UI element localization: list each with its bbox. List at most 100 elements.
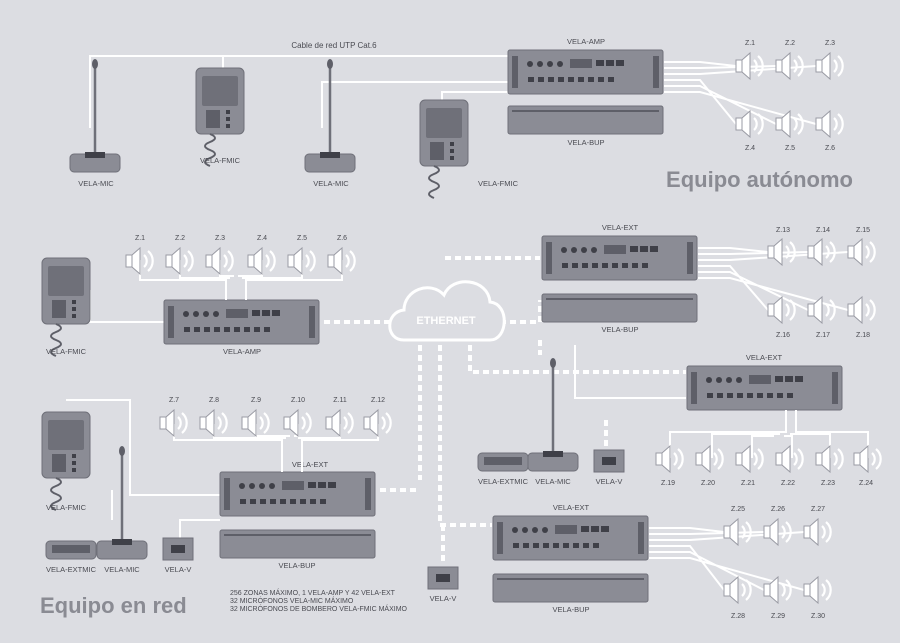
net-amp-label: VELA-AMP: [223, 347, 261, 356]
zone-label: Z.26: [771, 506, 785, 513]
zone-label: Z.25: [731, 506, 745, 513]
net-ext-rm: [686, 365, 843, 411]
net-left-bottom-speakers: [158, 408, 392, 438]
zone-label: Z.6: [337, 235, 347, 242]
zone-label: Z.16: [776, 332, 790, 339]
zone-label: Z.6: [825, 145, 835, 152]
zone-label: Z.8: [209, 397, 219, 404]
net-velav-left: [162, 537, 194, 561]
standalone-fmic-1: [195, 67, 245, 167]
zone-label: Z.1: [745, 40, 755, 47]
zone-label: Z.11: [333, 397, 347, 404]
ethernet-cloud: ETHERNET: [388, 280, 506, 342]
network-title: Equipo en red: [40, 593, 187, 618]
zone-label: Z.5: [297, 235, 307, 242]
standalone-bup: [507, 105, 664, 135]
net-velav-rb: [427, 566, 459, 590]
zone-label: Z.22: [781, 480, 795, 487]
network-right-bottom: VELA-EXT VELA-BUP VELA-V Z.25 Z.26 Z.27 …: [427, 503, 832, 620]
zone-label: Z.15: [856, 227, 870, 234]
net-fmic-2-label: VELA-FMIC: [46, 503, 87, 512]
net-velav-left-label: VELA-V: [165, 565, 192, 574]
net-bup-left: [219, 529, 376, 559]
net-ext-left-label: VELA-EXT: [292, 460, 329, 469]
cable-label: Cable de red UTP Cat.6: [291, 41, 377, 50]
zone-label: Z.5: [785, 145, 795, 152]
standalone-speakers: [734, 51, 844, 139]
net-extmic-rm-label: VELA-EXTMIC: [478, 477, 529, 486]
zone-label: Z.3: [825, 40, 835, 47]
zone-label: Z.17: [816, 332, 830, 339]
zone-label: Z.24: [859, 480, 873, 487]
standalone-mic-2: [303, 57, 357, 174]
zone-label: Z.12: [371, 397, 385, 404]
net-extmic-left-label: VELA-EXTMIC: [46, 565, 97, 574]
net-amp: [163, 299, 320, 345]
standalone-amp: [507, 49, 664, 95]
net-mic-left: [95, 444, 149, 561]
net-ext-rt-label: VELA-EXT: [602, 223, 639, 232]
net-fmic-1: [41, 257, 91, 357]
zone-label: Z.2: [175, 235, 185, 242]
zone-label: Z.28: [731, 613, 745, 620]
standalone-mic-2-label: VELA-MIC: [313, 179, 349, 188]
zone-label: Z.23: [821, 480, 835, 487]
zone-label: Z.21: [741, 480, 755, 487]
net-fmic-2: [41, 411, 91, 511]
standalone-fmic-2: [419, 99, 469, 199]
ethernet-backbone: ETHERNET: [324, 256, 686, 565]
net-right-mid-speakers: [654, 444, 882, 474]
net-velav-rm-label: VELA-V: [596, 477, 623, 486]
standalone-section: Cable de red UTP Cat.6 VELA-MIC VELA-FMI…: [68, 37, 853, 199]
net-extmic-rm: [477, 452, 529, 472]
network-notes: 256 ZONAS MÁXIMO, 1 VELA-AMP Y 42 VELA-E…: [230, 588, 408, 613]
zone-label: Z.14: [816, 227, 830, 234]
ethernet-label: ETHERNET: [416, 315, 476, 327]
net-ext-rm-label: VELA-EXT: [746, 353, 783, 362]
zone-label: Z.18: [856, 332, 870, 339]
standalone-fmic-1-label: VELA-FMIC: [200, 156, 241, 165]
zone-label: Z.27: [811, 506, 825, 513]
zone-label: Z.30: [811, 613, 825, 620]
net-left-top-speakers: [124, 246, 356, 276]
net-right-bottom-speakers: [722, 517, 832, 605]
zone-label: Z.10: [291, 397, 305, 404]
net-mic-left-label: VELA-MIC: [104, 565, 140, 574]
zone-label: Z.1: [135, 235, 145, 242]
standalone-mic-1: [68, 57, 122, 174]
net-right-top-speakers: [766, 237, 876, 325]
net-mic-rm: [526, 356, 580, 473]
network-right-top: VELA-EXT VELA-BUP Z.13 Z.14 Z.15 Z.16 Z.…: [541, 223, 876, 339]
network-left-top: VELA-FMIC VELA-AMP Z.1 Z.2 Z.3 Z.4 Z.5 Z…: [41, 235, 356, 357]
net-bup-left-label: VELA-BUP: [278, 561, 315, 570]
note-line: 32 MICRÓFONOS DE BOMBERO VELA-FMIC MÁXIM…: [230, 604, 408, 613]
note-line: 256 ZONAS MÁXIMO, 1 VELA-AMP Y 42 VELA-E…: [230, 588, 396, 597]
net-bup-rt: [541, 293, 698, 323]
standalone-amp-label: VELA-AMP: [567, 37, 605, 46]
net-fmic-1-label: VELA-FMIC: [46, 347, 87, 356]
zone-label: Z.9: [251, 397, 261, 404]
net-ext-rb: [492, 515, 649, 561]
net-bup-rb-label: VELA-BUP: [552, 605, 589, 614]
zone-label: Z.2: [785, 40, 795, 47]
zone-label: Z.29: [771, 613, 785, 620]
standalone-bup-label: VELA-BUP: [567, 138, 604, 147]
note-line: 32 MICRÓFONOS VELA-MIC MÁXIMO: [230, 596, 354, 605]
net-velav-rm: [593, 449, 625, 473]
net-bup-rb: [492, 573, 649, 603]
net-extmic-left: [45, 540, 97, 560]
net-ext-rb-label: VELA-EXT: [553, 503, 590, 512]
zone-label: Z.3: [215, 235, 225, 242]
net-ext-left: [219, 471, 376, 517]
zone-label: Z.19: [661, 480, 675, 487]
standalone-fmic-2-label: VELA-FMIC: [478, 179, 519, 188]
net-velav-rb-label: VELA-V: [430, 594, 457, 603]
net-bup-rt-label: VELA-BUP: [601, 325, 638, 334]
net-ext-rt: [541, 235, 698, 281]
network-left-bottom: VELA-FMIC VELA-EXT VELA-BUP VELA-EXTMIC …: [41, 397, 392, 574]
standalone-title: Equipo autónomo: [666, 167, 853, 192]
zone-label: Z.4: [745, 145, 755, 152]
zone-label: Z.13: [776, 227, 790, 234]
